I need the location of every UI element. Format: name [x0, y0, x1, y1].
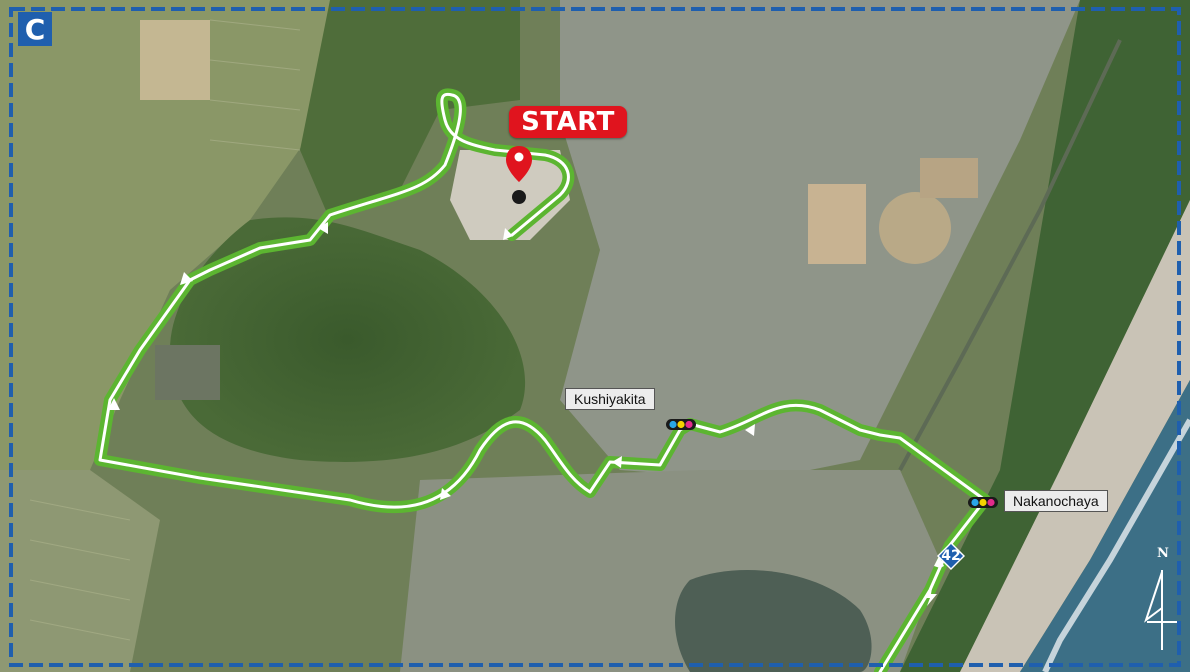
- traffic-signal-icon: [968, 497, 998, 508]
- direction-arrow-icon: [440, 488, 451, 500]
- section-badge: C: [18, 12, 52, 46]
- pond: [675, 570, 872, 672]
- beach: [960, 200, 1190, 672]
- direction-arrow-icon: [612, 456, 622, 468]
- direction-arrow-icon: [180, 272, 193, 285]
- field-lines: [29, 19, 301, 641]
- route-shield-icon: [937, 542, 965, 570]
- coastal-forest: [900, 0, 1190, 672]
- sea: [1020, 380, 1190, 672]
- north-label: N: [1157, 546, 1169, 561]
- place-label-nakanochaya: Nakanochaya: [1004, 490, 1108, 512]
- course-route-centerline: [98, 92, 987, 672]
- surf-line: [1042, 418, 1190, 672]
- direction-arrow-icon: [503, 228, 513, 240]
- sports-field-3: [920, 158, 978, 198]
- rail-line: [898, 39, 1122, 471]
- direction-arrow-icon: [108, 398, 120, 410]
- place-label-kushiyakita: Kushiyakita: [565, 388, 655, 410]
- sports-field-2: [879, 192, 951, 264]
- direction-arrow-icon: [934, 556, 944, 568]
- direction-arrow-icons: [108, 222, 944, 606]
- bare-field: [140, 20, 210, 100]
- facility: [155, 345, 220, 400]
- start-label: START: [509, 106, 627, 138]
- map-pin-icon: [506, 146, 532, 204]
- map-border: [9, 7, 1181, 667]
- forest-north: [300, 0, 520, 220]
- direction-arrow-icon: [924, 588, 937, 606]
- sports-field-1: [808, 184, 866, 264]
- traffic-signal-icon: [666, 419, 696, 430]
- forest-center: [170, 217, 526, 462]
- direction-arrow-icon: [318, 222, 328, 234]
- route-number: 42: [941, 548, 961, 564]
- farmland-west: [0, 0, 330, 470]
- route-shield: 42: [935, 540, 967, 572]
- direction-arrow-icon: [745, 424, 755, 436]
- north-arrow-icon: [1144, 570, 1177, 650]
